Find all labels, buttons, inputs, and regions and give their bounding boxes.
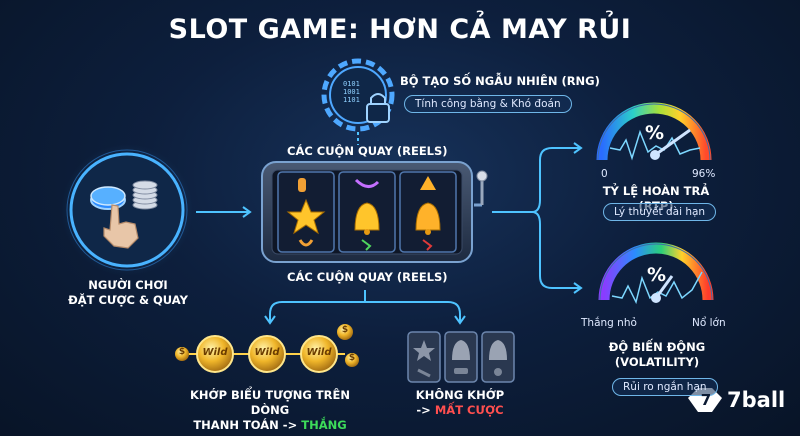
wild-coin-3: Wild: [306, 347, 332, 358]
rng-bit-row: 0101: [343, 80, 360, 88]
rng-pill: Tính công bằng & Khó đoán: [404, 95, 572, 113]
rng-bits: 0101 1001 1101: [343, 80, 375, 104]
volatility-gauge-right: Nổ lớn: [692, 317, 726, 329]
win-label: KHỚP BIỂU TƯỢNG TRÊN DÒNG THANH TOÁN -> …: [170, 388, 370, 433]
volatility-gauge-icon: [598, 242, 714, 305]
player-icon: [61, 144, 193, 276]
player-label-line2: ĐẶT CƯỢC & QUAY: [68, 293, 188, 307]
dollar-coin-top: $: [341, 325, 349, 335]
rng-bit-row: 1101: [343, 96, 360, 104]
win-result: THẮNG: [301, 418, 347, 432]
win-label-line2: THANH TOÁN -> THẮNG: [170, 418, 370, 433]
volatility-pill: Rủi ro ngắn hạn: [612, 378, 718, 396]
volatility-gauge-left: Thắng nhỏ: [581, 317, 637, 329]
lose-label-prefix: ->: [416, 403, 431, 417]
rng-label: BỘ TẠO SỐ NGẪU NHIÊN (RNG): [400, 74, 600, 88]
brand-name: 7ball: [727, 388, 786, 412]
dollar-coin-left: $: [178, 347, 186, 357]
arrow-reels-to-results: [264, 290, 466, 325]
volatility-label-line2: (VOLATILITY): [614, 355, 700, 369]
page-title: SLOT GAME: HƠN CẢ MAY RỦI: [168, 14, 632, 45]
volatility-label-line1: ĐỘ BIẾN ĐỘNG: [608, 340, 706, 354]
win-label-line1: KHỚP BIỂU TƯỢNG TRÊN DÒNG: [189, 388, 350, 417]
volatility-percent-symbol: %: [647, 264, 667, 286]
lose-label-line1: KHÔNG KHỚP: [415, 388, 505, 402]
rng-bit-row: 1001: [343, 88, 360, 96]
no-match-reels-icon: [407, 331, 515, 383]
reels-label-top: CÁC CUỘN QUAY (REELS): [287, 144, 448, 158]
win-label-prefix: THANH TOÁN ->: [193, 418, 298, 432]
player-label: NGƯỜI CHƠI ĐẶT CƯỢC & QUAY: [60, 278, 196, 308]
rtp-gauge-min: 0: [601, 168, 608, 180]
rtp-pill: Lý thuyết dài hạn: [603, 203, 717, 221]
rtp-gauge-icon: [596, 102, 712, 161]
dollar-coin-bottom: $: [348, 353, 356, 363]
brand-badge-text: 7: [700, 391, 712, 409]
lose-label-line2: -> MẤT CƯỢC: [400, 403, 520, 418]
rng-gear-icon: [321, 58, 395, 132]
wild-coin-payline: [175, 324, 359, 373]
player-label-line1: NGƯỜI CHƠI: [88, 278, 168, 292]
lose-label: KHÔNG KHỚP -> MẤT CƯỢC: [400, 388, 520, 418]
arrow-player-to-reels: [196, 206, 252, 218]
volatility-label: ĐỘ BIẾN ĐỘNG (VOLATILITY): [595, 340, 719, 370]
slot-machine-icon: [261, 161, 488, 263]
rtp-percent-symbol: %: [645, 122, 665, 144]
lose-result: MẤT CƯỢC: [434, 403, 504, 417]
wild-coin-1: Wild: [202, 347, 228, 358]
wild-coin-2: Wild: [254, 347, 280, 358]
arrow-reels-to-outcomes: [492, 142, 583, 294]
rtp-gauge-max: 96%: [692, 168, 716, 180]
reels-label-bottom: CÁC CUỘN QUAY (REELS): [287, 270, 448, 284]
